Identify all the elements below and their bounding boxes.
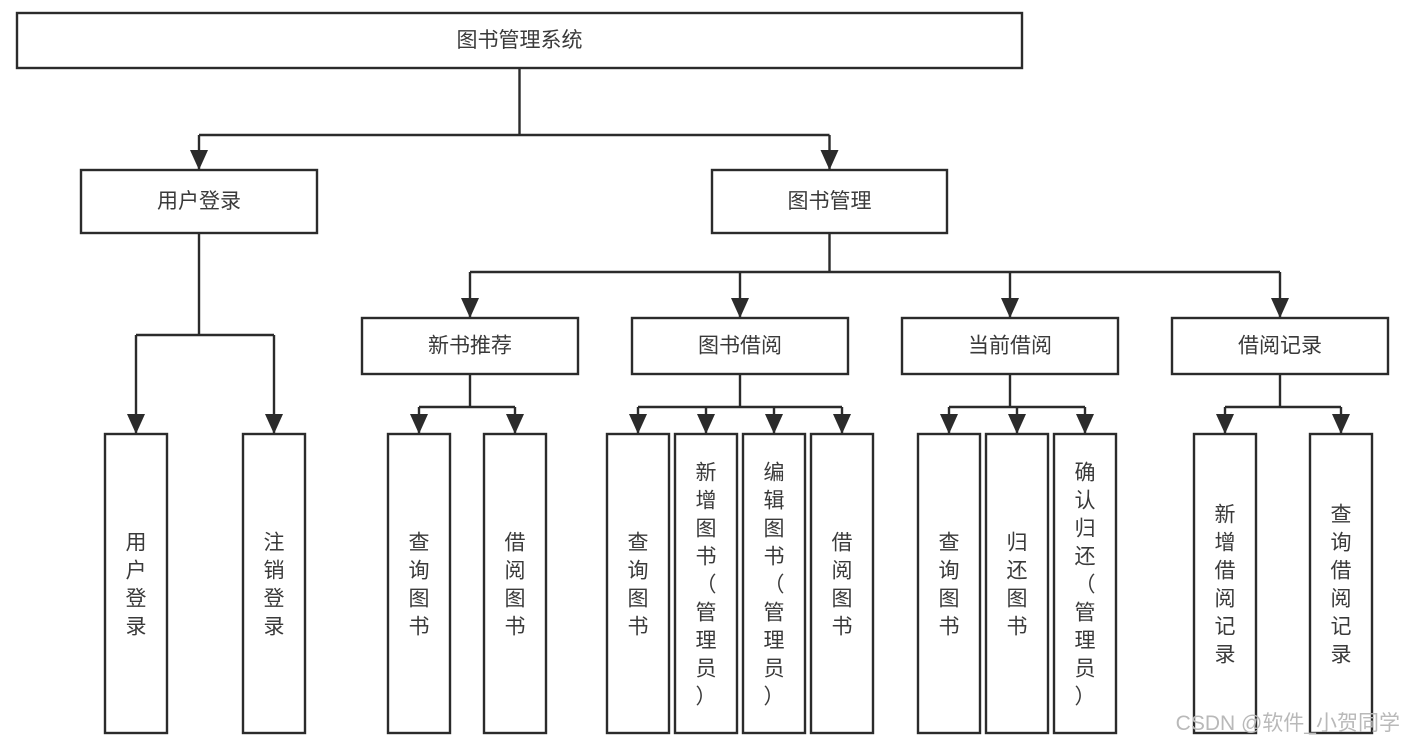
node-label-new-book-recommend: 新书推荐 — [428, 335, 512, 358]
arrow-head-icon-book-borrow-3 — [833, 414, 851, 434]
node-new-book-recommend[interactable]: 新书推荐 — [360, 316, 580, 376]
node-box-cb-return-book[interactable] — [984, 432, 1050, 735]
node-label-bb-edit-book: 编辑图书（管理员） — [764, 461, 785, 708]
arrow-head-icon-borrow-record-1 — [1332, 414, 1350, 434]
node-nbr-query-book[interactable]: 查询图书 — [386, 432, 452, 735]
node-label-book-management: 图书管理 — [788, 190, 872, 213]
node-label-nbr-borrow-book: 借阅图书 — [505, 531, 526, 638]
node-label-user-logout-leaf: 注销登录 — [264, 531, 285, 638]
arrow-head-icon-book-borrow-2 — [765, 414, 783, 434]
node-user-login-leaf[interactable]: 用户登录 — [103, 432, 169, 735]
node-box-user-login-leaf[interactable] — [103, 432, 169, 735]
arrow-head-icon-book-management-3 — [1271, 298, 1289, 318]
node-box-book-management[interactable] — [710, 168, 949, 235]
node-box-bb-query-book[interactable] — [605, 432, 671, 735]
node-cb-return-book[interactable]: 归还图书 — [984, 432, 1050, 735]
node-label-user-login-leaf: 用户登录 — [126, 531, 147, 638]
arrow-head-icon-current-borrow-1 — [1008, 414, 1026, 434]
node-box-nbr-query-book[interactable] — [386, 432, 452, 735]
node-box-user-logout-leaf[interactable] — [241, 432, 307, 735]
node-br-add-record[interactable]: 新增借阅记录 — [1192, 432, 1258, 735]
node-box-bb-edit-book[interactable] — [741, 432, 807, 735]
node-bb-borrow-book[interactable]: 借阅图书 — [809, 432, 875, 735]
node-box-new-book-recommend[interactable] — [360, 316, 580, 376]
arrow-head-icon-book-borrow-0 — [629, 414, 647, 434]
node-box-root[interactable] — [15, 11, 1024, 70]
node-label-cb-return-book: 归还图书 — [1007, 531, 1028, 638]
node-label-br-query-record: 查询借阅记录 — [1331, 503, 1352, 666]
arrow-head-icon-book-borrow-1 — [697, 414, 715, 434]
node-box-br-add-record[interactable] — [1192, 432, 1258, 735]
node-borrow-record[interactable]: 借阅记录 — [1170, 316, 1390, 376]
node-label-root: 图书管理系统 — [457, 29, 583, 52]
node-bb-query-book[interactable]: 查询图书 — [605, 432, 671, 735]
node-box-bb-add-book[interactable] — [673, 432, 739, 735]
node-box-cb-confirm-return[interactable] — [1052, 432, 1118, 735]
node-label-nbr-query-book: 查询图书 — [409, 531, 430, 638]
node-box-bb-borrow-book[interactable] — [809, 432, 875, 735]
node-label-book-borrow: 图书借阅 — [698, 335, 782, 358]
arrow-head-icon-book-management-1 — [731, 298, 749, 318]
node-br-query-record[interactable]: 查询借阅记录 — [1308, 432, 1374, 735]
node-root[interactable]: 图书管理系统 — [15, 11, 1024, 70]
node-user-login[interactable]: 用户登录 — [79, 168, 319, 235]
node-label-cb-query-book: 查询图书 — [939, 531, 960, 638]
node-label-user-login: 用户登录 — [157, 190, 241, 213]
node-box-br-query-record[interactable] — [1308, 432, 1374, 735]
node-box-borrow-record[interactable] — [1170, 316, 1390, 376]
node-current-borrow[interactable]: 当前借阅 — [900, 316, 1120, 376]
node-box-cb-query-book[interactable] — [916, 432, 982, 735]
node-cb-confirm-return[interactable]: 确认归还（管理员） — [1052, 432, 1118, 735]
node-label-current-borrow: 当前借阅 — [968, 335, 1052, 358]
arrow-head-icon-user-login-0 — [127, 414, 145, 434]
arrow-head-icon-new-book-recommend-1 — [506, 414, 524, 434]
arrow-head-icon-user-login-1 — [265, 414, 283, 434]
node-bb-add-book[interactable]: 新增图书（管理员） — [673, 432, 739, 735]
node-box-nbr-borrow-book[interactable] — [482, 432, 548, 735]
arrow-head-icon-book-management-2 — [1001, 298, 1019, 318]
arrow-head-icon-current-borrow-0 — [940, 414, 958, 434]
node-user-logout-leaf[interactable]: 注销登录 — [241, 432, 307, 735]
node-book-borrow[interactable]: 图书借阅 — [630, 316, 850, 376]
csdn-watermark: CSDN @软件_小贺同学 — [1176, 712, 1400, 735]
node-label-borrow-record: 借阅记录 — [1238, 335, 1322, 358]
arrow-head-icon-new-book-recommend-0 — [410, 414, 428, 434]
arrow-head-icon-root-0 — [190, 150, 208, 170]
arrow-head-icon-root-1 — [820, 150, 839, 170]
node-box-book-borrow[interactable] — [630, 316, 850, 376]
connectors-layer — [127, 68, 1350, 434]
node-box-current-borrow[interactable] — [900, 316, 1120, 376]
node-label-br-add-record: 新增借阅记录 — [1215, 503, 1236, 666]
node-book-management[interactable]: 图书管理 — [710, 168, 949, 235]
arrow-head-icon-current-borrow-2 — [1076, 414, 1094, 434]
node-label-bb-query-book: 查询图书 — [628, 531, 649, 638]
arrow-head-icon-book-management-0 — [461, 298, 479, 318]
node-label-bb-add-book: 新增图书（管理员） — [696, 461, 717, 708]
node-box-user-login[interactable] — [79, 168, 319, 235]
node-label-cb-confirm-return: 确认归还（管理员） — [1075, 461, 1096, 708]
node-bb-edit-book[interactable]: 编辑图书（管理员） — [741, 432, 807, 735]
node-nbr-borrow-book[interactable]: 借阅图书 — [482, 432, 548, 735]
node-label-bb-borrow-book: 借阅图书 — [832, 531, 853, 638]
nodes-layer: 图书管理系统用户登录用户登录注销登录图书管理新书推荐查询图书借阅图书图书借阅查询… — [15, 11, 1390, 735]
node-cb-query-book[interactable]: 查询图书 — [916, 432, 982, 735]
arrow-head-icon-borrow-record-0 — [1216, 414, 1234, 434]
